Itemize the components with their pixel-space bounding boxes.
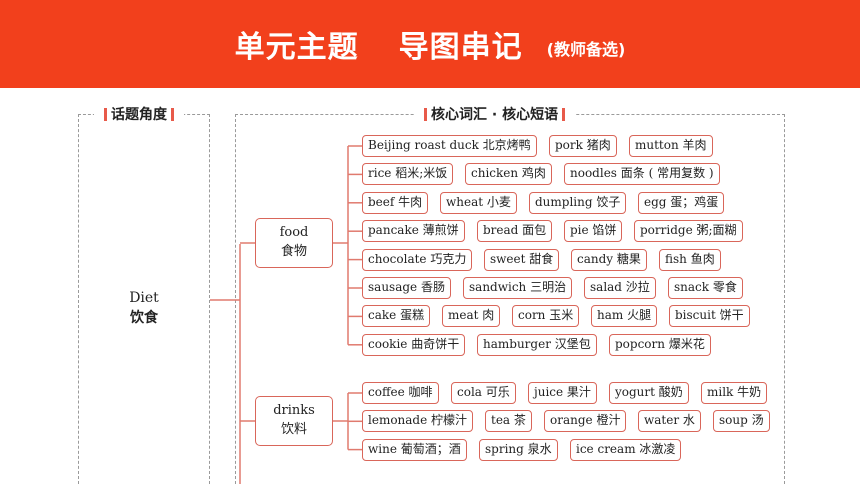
vocab-word: pie 馅饼 bbox=[564, 220, 623, 243]
vocab-word: soup 汤 bbox=[713, 410, 770, 433]
vocab-word: rice 稻米;米饭 bbox=[362, 163, 454, 186]
vocab-word: milk 牛奶 bbox=[701, 382, 768, 404]
vocab-word: meat 肉 bbox=[442, 305, 501, 328]
vocab-word: bread 面包 bbox=[477, 220, 553, 243]
vocab-word: sweet 甜食 bbox=[484, 248, 560, 271]
topic-label: Diet 饮食 bbox=[78, 288, 210, 328]
vocab-word: cookie 曲奇饼干 bbox=[362, 333, 466, 356]
vocab-word: pancake 薄煎饼 bbox=[362, 220, 465, 243]
vocab-word: candy 糖果 bbox=[571, 248, 647, 271]
vocab-word: wine 葡萄酒；酒 bbox=[362, 438, 467, 461]
vocabulary-panel-title: 核心词汇 · 核心短语 bbox=[414, 104, 576, 124]
vocab-word: ice cream 冰激凌 bbox=[570, 438, 682, 461]
vocab-word: Beijing roast duck 北京烤鸭 bbox=[362, 135, 537, 157]
title-bar-right bbox=[171, 107, 174, 121]
header-title-sub: 导图串记 bbox=[398, 30, 523, 65]
title-bar-left bbox=[424, 107, 427, 121]
vocab-word: fish 鱼肉 bbox=[659, 248, 721, 271]
vocab-word: sandwich 三明治 bbox=[463, 277, 573, 299]
vocab-word: cola 可乐 bbox=[451, 382, 516, 404]
vocab-word: snack 零食 bbox=[668, 277, 743, 299]
vocab-word: dumpling 饺子 bbox=[529, 191, 627, 214]
vocab-word: pork 猪肉 bbox=[549, 135, 617, 157]
category-food-en: food bbox=[279, 225, 309, 240]
category-drinks-en: drinks bbox=[273, 403, 315, 418]
vocab-word: sausage 香肠 bbox=[362, 277, 451, 299]
vocab-word: porridge 粥;面糊 bbox=[634, 220, 743, 243]
vocab-word: yogurt 酸奶 bbox=[609, 382, 689, 404]
title-bar-left bbox=[104, 107, 107, 121]
topic-panel-title-text: 话题角度 bbox=[111, 107, 167, 123]
vocab-word: water 水 bbox=[638, 410, 701, 433]
topic-label-cn: 饮食 bbox=[130, 310, 158, 326]
vocabulary-panel-title-text: 核心词汇 · 核心短语 bbox=[431, 107, 559, 123]
header-title-note: (教师备选) bbox=[546, 40, 626, 59]
vocab-word: hamburger 汉堡包 bbox=[477, 333, 597, 356]
vocab-word: juice 果汁 bbox=[528, 382, 597, 404]
vocab-word: ham 火腿 bbox=[591, 305, 658, 328]
vocab-word: corn 玉米 bbox=[512, 305, 580, 328]
topic-panel-title: 话题角度 bbox=[94, 104, 184, 124]
vocab-word: mutton 羊肉 bbox=[629, 135, 713, 157]
vocab-word: popcorn 爆米花 bbox=[609, 333, 711, 356]
vocab-word: tea 茶 bbox=[485, 410, 532, 433]
header-banner: 单元主题 导图串记 (教师备选) bbox=[0, 0, 860, 88]
vocab-word: wheat 小麦 bbox=[440, 191, 517, 214]
vocab-word: salad 沙拉 bbox=[584, 277, 656, 299]
title-bar-right bbox=[562, 107, 566, 121]
vocab-word: cake 蛋糕 bbox=[362, 305, 431, 328]
vocab-word: egg 蛋；鸡蛋 bbox=[638, 191, 725, 214]
category-drinks: drinks 饮料 bbox=[255, 396, 333, 446]
vocab-word: spring 泉水 bbox=[479, 438, 558, 461]
vocab-word: biscuit 饼干 bbox=[669, 305, 750, 328]
header-title-main: 单元主题 bbox=[234, 30, 359, 65]
category-food-cn: 食物 bbox=[280, 244, 307, 259]
vocab-word: lemonade 柠檬汁 bbox=[362, 410, 474, 433]
vocab-word: beef 牛肉 bbox=[362, 191, 429, 214]
category-drinks-cn: 饮料 bbox=[280, 422, 307, 437]
vocab-word: chocolate 巧克力 bbox=[362, 248, 473, 271]
category-food: food 食物 bbox=[255, 218, 333, 268]
vocab-word: orange 橙汁 bbox=[544, 410, 627, 433]
vocab-word: chicken 鸡肉 bbox=[465, 163, 552, 186]
vocab-word: coffee 咖啡 bbox=[362, 382, 439, 404]
vocab-word: noodles 面条 ( 常用复数 ) bbox=[564, 163, 720, 186]
topic-label-en: Diet bbox=[129, 290, 159, 306]
